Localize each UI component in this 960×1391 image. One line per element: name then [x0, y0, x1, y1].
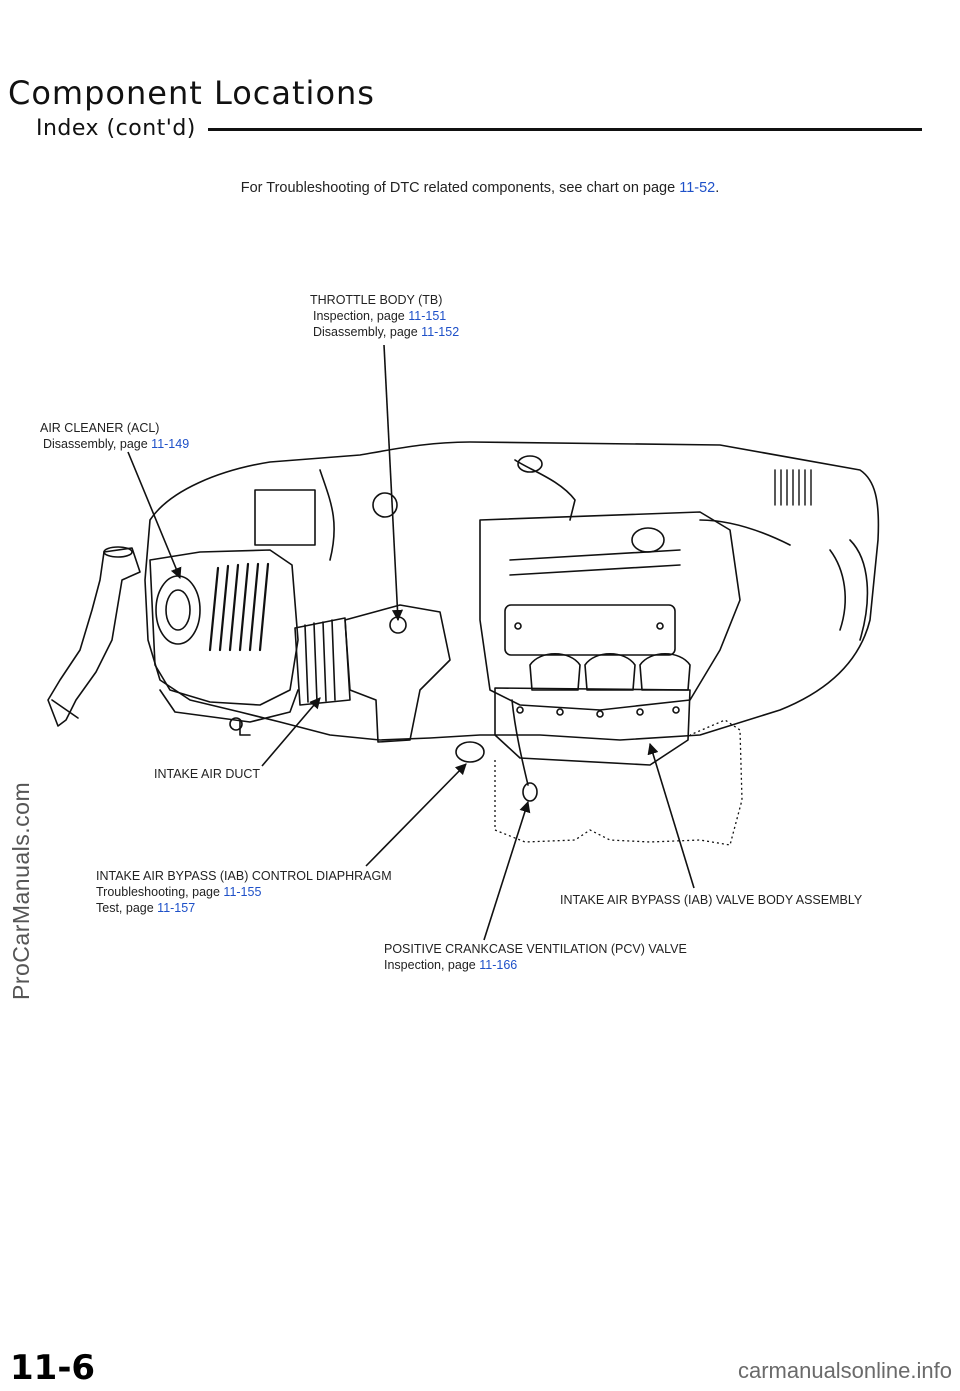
- throttle-body-name: THROTTLE BODY (TB): [310, 293, 443, 307]
- iab-valve-body-shape: [494, 687, 691, 766]
- air-cleaner-box: [149, 549, 299, 706]
- iab-diaphragm-test-link[interactable]: 11-157: [157, 901, 196, 915]
- pcv-valve-name: POSITIVE CRANKCASE VENTILATION (PCV) VAL…: [384, 942, 687, 956]
- iab-bolts: [516, 706, 680, 718]
- dtc-note-page-link[interactable]: 11-52: [679, 180, 716, 196]
- duct-bellows: [304, 619, 336, 703]
- throttle-body-disassembly: Disassembly, page 11-152: [310, 324, 459, 340]
- leader-air-cleaner: [127, 451, 182, 580]
- iab-diaphragm-name: INTAKE AIR BYPASS (IAB) CONTROL DIAPHRAG…: [96, 869, 392, 883]
- page-number: 11-6: [10, 1348, 96, 1388]
- radiator-grille: [774, 469, 812, 506]
- iab-diaphragm-shape: [455, 741, 485, 763]
- leader-throttle-body: [383, 344, 404, 622]
- pcv-valve-inspection-link[interactable]: 11-166: [479, 958, 518, 972]
- page-title: Component Locations: [8, 74, 375, 112]
- air-cleaner-lip: [159, 689, 299, 723]
- label-pcv-valve: POSITIVE CRANKCASE VENTILATION (PCV) VAL…: [384, 941, 687, 973]
- manifold-plate: [504, 604, 676, 656]
- throttle-body-inspection: Inspection, page 11-151: [310, 308, 459, 324]
- label-throttle-body: THROTTLE BODY (TB) Inspection, page 11-1…: [310, 292, 459, 340]
- label-iab-valve-body: INTAKE AIR BYPASS (IAB) VALVE BODY ASSEM…: [560, 892, 862, 908]
- leader-pcv-valve: [483, 800, 531, 941]
- iab-diaphragm-troubleshooting-link[interactable]: 11-155: [223, 885, 262, 899]
- pcv-valve-inspection: Inspection, page 11-166: [384, 957, 687, 973]
- pcv-valve-shape: [522, 782, 538, 802]
- intake-air-duct-name: INTAKE AIR DUCT: [154, 767, 261, 781]
- intake-snorkel: [47, 547, 141, 727]
- pcv-valve-inspection-text: Inspection, page: [384, 958, 476, 972]
- throttle-body-shape: [344, 604, 451, 743]
- leader-iab-valve-body: [647, 742, 695, 889]
- intake-air-duct-shape: [294, 617, 351, 706]
- iab-valve-body-name: INTAKE AIR BYPASS (IAB) VALVE BODY ASSEM…: [560, 893, 863, 907]
- iab-diaphragm-troubleshooting: Troubleshooting, page 11-155: [96, 884, 392, 900]
- dtc-note-end: .: [715, 180, 720, 196]
- throttle-body-disassembly-link[interactable]: 11-152: [421, 325, 460, 339]
- side-watermark: ProCarManuals.com: [8, 781, 34, 1000]
- label-iab-diaphragm: INTAKE AIR BYPASS (IAB) CONTROL DIAPHRAG…: [96, 868, 392, 916]
- label-air-cleaner: AIR CLEANER (ACL) Disassembly, page 11-1…: [40, 420, 189, 452]
- label-intake-air-duct: INTAKE AIR DUCT: [154, 766, 260, 782]
- iab-diaphragm-troubleshooting-text: Troubleshooting, page: [96, 885, 220, 899]
- dtc-note-text: For Troubleshooting of DTC related compo…: [240, 180, 676, 196]
- leader-iab-diaphragm: [365, 763, 467, 867]
- intake-manifold: [479, 511, 741, 711]
- air-cleaner-disassembly-link[interactable]: 11-149: [151, 437, 190, 451]
- header-rule: [208, 128, 922, 131]
- throttle-body-inspection-link[interactable]: 11-151: [408, 309, 447, 323]
- bottom-watermark: carmanualsonline.info: [737, 1358, 952, 1383]
- iab-diaphragm-test-text: Test, page: [96, 901, 154, 915]
- air-cleaner-ribs: [208, 562, 270, 652]
- page-subtitle: Index (cont'd): [36, 116, 196, 141]
- oil-pan-dotted: [494, 719, 743, 846]
- intake-runners: [529, 653, 691, 691]
- dtc-note: For Troubleshooting of DTC related compo…: [0, 180, 960, 196]
- iab-diaphragm-test: Test, page 11-157: [96, 900, 392, 916]
- leader-intake-air-duct: [261, 697, 321, 767]
- throttle-body-inspection-text: Inspection, page: [313, 309, 405, 323]
- throttle-body-disassembly-text: Disassembly, page: [313, 325, 418, 339]
- air-cleaner-inlet: [155, 575, 201, 645]
- air-cleaner-name: AIR CLEANER (ACL): [40, 421, 160, 435]
- engine-bay-outline: [144, 441, 880, 741]
- air-cleaner-disassembly-text: Disassembly, page: [43, 437, 148, 451]
- oil-filler-cap: [631, 527, 665, 553]
- pcv-hose: [511, 699, 529, 786]
- air-cleaner-disassembly: Disassembly, page 11-149: [40, 436, 189, 452]
